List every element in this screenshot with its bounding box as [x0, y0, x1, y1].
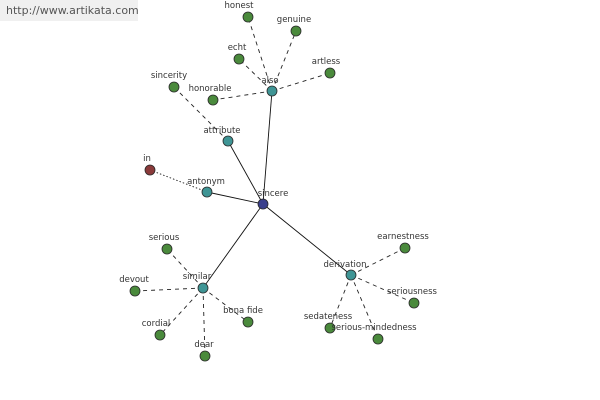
word-node-dot[interactable] — [408, 297, 420, 309]
edge-also-honest — [247, 16, 273, 92]
relation-node-label: attribute — [203, 126, 240, 136]
center-node-sincere[interactable]: sincere — [257, 189, 289, 210]
edge-sincere-antonym — [206, 191, 264, 205]
relation-node-label: derivation — [323, 260, 366, 270]
edge-also-artless — [271, 72, 331, 92]
edge-sincere-also — [262, 90, 273, 205]
word-node-label: artless — [312, 57, 341, 67]
word-node-sincerity[interactable]: sincerity — [151, 71, 187, 93]
relation-node-similar[interactable]: similar — [183, 272, 212, 294]
word-node-label: in — [143, 154, 151, 164]
word-node-artless[interactable]: artless — [312, 57, 341, 79]
word-node-honorable[interactable]: honorable — [189, 84, 232, 106]
relation-node-dot[interactable] — [222, 135, 234, 147]
edge-also-genuine — [271, 30, 297, 92]
word-node-genuine[interactable]: genuine — [277, 15, 311, 37]
edge-similar-bona-fide — [202, 287, 249, 323]
word-node-devout[interactable]: devout — [119, 275, 149, 297]
word-node-label: serious — [149, 233, 180, 243]
edge-derivation-serious-mindedness — [350, 274, 379, 340]
edge-similar-dear — [202, 287, 206, 357]
word-node-serious[interactable]: serious — [149, 233, 180, 255]
site-url-text: http://www.artikata.com — [6, 4, 139, 17]
word-node-sedateness[interactable]: sedateness — [304, 312, 353, 334]
word-node-honest[interactable]: honest — [225, 1, 255, 23]
word-node-label: bona fide — [223, 306, 263, 316]
word-node-label: echt — [228, 43, 247, 53]
relation-node-label: antonym — [187, 177, 225, 187]
edge-derivation-seriousness — [350, 274, 415, 304]
relation-node-also[interactable]: also — [261, 76, 279, 97]
word-node-serious-mindedness[interactable]: serious-mindedness — [331, 323, 417, 345]
word-node-dot[interactable] — [290, 25, 302, 37]
edge-also-honorable — [212, 90, 273, 101]
word-node-dot[interactable] — [154, 329, 166, 341]
edge-derivation-sedateness — [329, 274, 352, 329]
graph-edges — [134, 16, 415, 357]
word-node-dot[interactable] — [242, 11, 254, 23]
edge-similar-cordial — [159, 287, 204, 336]
word-node-dear[interactable]: dear — [194, 340, 214, 362]
relation-node-dot[interactable] — [266, 85, 278, 97]
relation-node-label: similar — [183, 272, 212, 282]
word-node-dot[interactable] — [372, 333, 384, 345]
edge-similar-devout — [134, 287, 204, 292]
word-node-dot[interactable] — [324, 67, 336, 79]
word-node-dot[interactable] — [129, 285, 141, 297]
word-node-label: honorable — [189, 84, 232, 94]
relation-node-dot[interactable] — [201, 186, 213, 198]
relation-node-antonym[interactable]: antonym — [187, 177, 225, 198]
word-node-bona-fide[interactable]: bona fide — [223, 306, 263, 328]
word-node-dot[interactable] — [168, 81, 180, 93]
edge-similar-serious — [166, 248, 204, 289]
word-node-dot[interactable] — [242, 316, 254, 328]
word-node-dot[interactable] — [324, 322, 336, 334]
relation-node-dot[interactable] — [197, 282, 209, 294]
site-url-banner: http://www.artikata.com — [0, 0, 139, 21]
word-node-label: sincerity — [151, 71, 187, 81]
word-node-echt[interactable]: echt — [228, 43, 247, 65]
word-node-label: seriousness — [387, 287, 438, 297]
word-node-label: honest — [225, 1, 255, 11]
edge-sincere-attribute — [227, 140, 264, 205]
word-node-label: earnestness — [377, 232, 429, 242]
graph-nodes: honest genuine echt artless honorable also sin… — [119, 1, 438, 362]
word-node-label: sedateness — [304, 312, 353, 322]
relation-node-dot[interactable] — [345, 269, 357, 281]
edge-derivation-earnestness — [350, 247, 406, 276]
word-node-dot[interactable] — [161, 243, 173, 255]
word-node-label: genuine — [277, 15, 311, 25]
word-node-earnestness[interactable]: earnestness — [377, 232, 429, 254]
word-node-label: devout — [119, 275, 149, 285]
edge-sincere-derivation — [262, 203, 352, 276]
word-node-label: serious-mindedness — [331, 323, 417, 333]
center-node-dot[interactable] — [257, 198, 269, 210]
word-node-seriousness[interactable]: seriousness — [387, 287, 438, 309]
word-node-dot[interactable] — [199, 350, 211, 362]
word-node-cordial[interactable]: cordial — [142, 319, 171, 341]
word-node-in[interactable]: in — [143, 154, 156, 176]
word-node-dot[interactable] — [233, 53, 245, 65]
word-node-dot[interactable] — [207, 94, 219, 106]
edge-sincere-similar — [202, 203, 264, 289]
center-node-label: sincere — [258, 189, 289, 199]
word-node-dot[interactable] — [144, 164, 156, 176]
relation-node-derivation[interactable]: derivation — [323, 260, 367, 281]
word-node-label: cordial — [142, 319, 171, 329]
word-node-dot[interactable] — [399, 242, 411, 254]
relation-node-label: also — [261, 76, 278, 86]
relation-node-attribute[interactable]: attribute — [203, 126, 241, 147]
word-node-label: dear — [194, 340, 214, 350]
